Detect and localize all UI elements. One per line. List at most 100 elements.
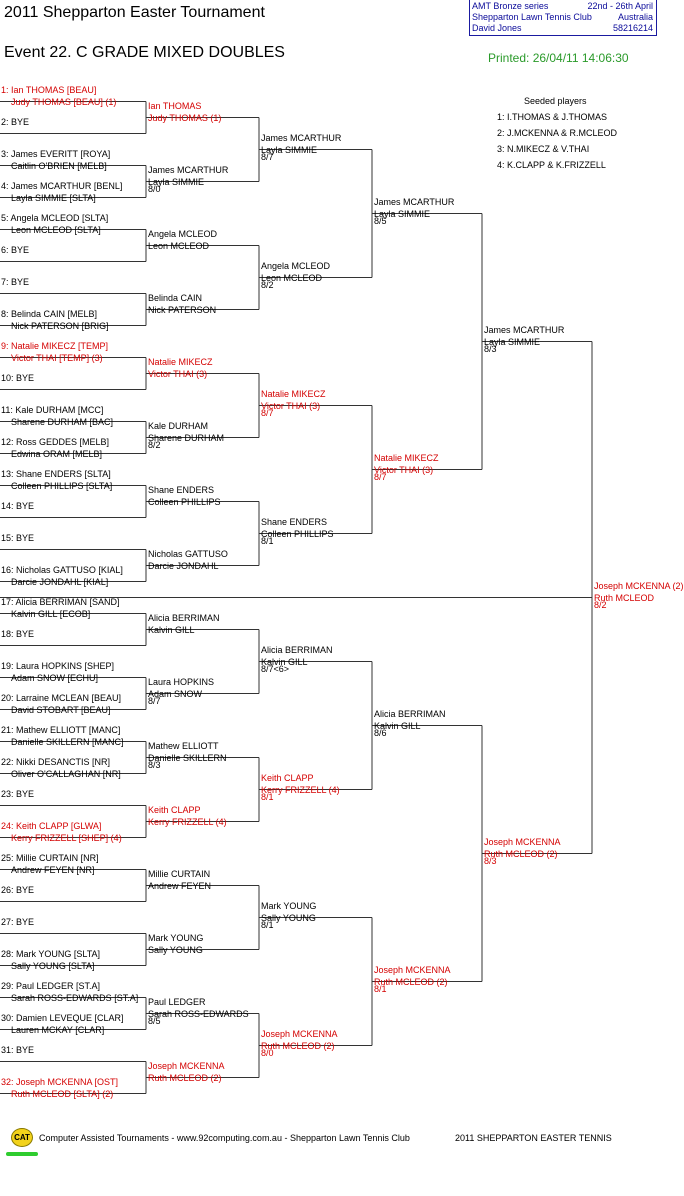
info-country: Australia — [617, 12, 653, 22]
draw-winner-line2: Colleen PHILLIPS — [261, 528, 334, 539]
draw-winner-line1: Millie CURTAIN — [148, 868, 211, 879]
match-score: 8/7 — [261, 407, 274, 418]
draw-entry-line1: 1: Ian THOMAS [BEAU] — [1, 84, 97, 95]
draw-winner-line1: Natalie MIKECZ — [148, 356, 213, 367]
match-score: 8/6 — [374, 727, 387, 738]
draw-winner-line2: Layla SIMMIE — [374, 208, 431, 219]
info-series: AMT Bronze series — [472, 1, 549, 11]
match-score: 8/2 — [148, 439, 161, 450]
draw-winner-line2: Kalvin GILL — [374, 720, 421, 731]
draw-entry-line1: 32: Joseph MCKENNA [OST] — [1, 1076, 119, 1087]
draw-entry-line1: 18: BYE — [1, 628, 35, 639]
draw-entry-line1: 24: Keith CLAPP [GLWA] — [1, 820, 102, 831]
draw-entry-line1: 13: Shane ENDERS [SLTA] — [1, 468, 111, 479]
draw-entry-line1: 7: BYE — [1, 276, 30, 287]
draw-entry-line2: Adam SNOW [ECHU] — [11, 672, 99, 683]
draw-winner-line1: Joseph MCKENNA — [261, 1028, 338, 1039]
draw-entry-line2: Sarah ROSS-EDWARDS [ST.A] — [11, 992, 139, 1003]
match-score: 8/3 — [484, 343, 497, 354]
seed-item: 3: N.MIKECZ & V.THAI — [497, 144, 590, 154]
draw-entry-line1: 6: BYE — [1, 244, 30, 255]
draw-winner-line2: Sarah ROSS-EDWARDS — [148, 1008, 249, 1019]
draw-winner-line2: Victor THAI (3) — [261, 400, 321, 411]
draw-winner-line2: Colleen PHILLIPS — [148, 496, 221, 507]
info-phone: 58216214 — [612, 23, 653, 33]
draw-entry-line2: Oliver O'CALLAGHAN [NR] — [11, 768, 121, 779]
draw-entry-line1: 5: Angela MCLEOD [SLTA] — [1, 212, 109, 223]
draw-entry-line1: 25: Millie CURTAIN [NR] — [1, 852, 99, 863]
draw-winner-line1: Alicia BERRIMAN — [261, 644, 333, 655]
match-score: 8/7 — [148, 695, 161, 706]
draw-entry-line1: 17: Alicia BERRIMAN [SAND] — [1, 596, 120, 607]
draw-winner-line1: James MCARTHUR — [261, 132, 342, 143]
draw-entry-line1: 9: Natalie MIKECZ [TEMP] — [1, 340, 109, 351]
draw-winner-line2: Victor THAI (3) — [374, 464, 434, 475]
match-score: 8/5 — [374, 215, 387, 226]
draw-entry-line2: Judy THOMAS [BEAU] (1) — [11, 96, 117, 107]
draw-winner-line2: Kalvin GILL — [261, 656, 308, 667]
draw-bracket-lines — [0, 101, 593, 1094]
draw-entry-line2: David STOBART [BEAU] — [11, 704, 111, 715]
footer-credit[interactable]: Computer Assisted Tournaments - www.92co… — [39, 1133, 410, 1143]
tournament-title: 2011 Shepparton Easter Tournament — [4, 4, 265, 21]
draw-winner-line1: Alicia BERRIMAN — [374, 708, 446, 719]
draw-winner-line2: Layla SIMMIE — [261, 144, 318, 155]
match-score: 8/7 — [374, 471, 387, 482]
draw-entry-line2: Leon MCLEOD [SLTA] — [11, 224, 101, 235]
draw-winner-line2: Victor THAI (3) — [148, 368, 208, 379]
draw-winner-line2: Ruth MCLEOD (2) — [261, 1040, 335, 1051]
draw-winner-line2: Ruth MCLEOD (2) — [374, 976, 448, 987]
footer-event-name: 2011 SHEPPARTON EASTER TENNIS — [455, 1133, 612, 1143]
draw-winner-line2: Andrew FEYEN — [148, 880, 212, 891]
seed-item: 1: I.THOMAS & J.THOMAS — [497, 112, 608, 122]
draw-winner-line1: Nicholas GATTUSO — [148, 548, 228, 559]
draw-entry-line2: Darcie JONDAHL [KIAL] — [11, 576, 109, 587]
match-score: 8/7 — [261, 151, 274, 162]
draw-entry-line1: 31: BYE — [1, 1044, 35, 1055]
draw-winner-line1: Mathew ELLIOTT — [148, 740, 219, 751]
draw-winner-line2: Layla SIMMIE — [148, 176, 205, 187]
draw-entry-line1: 30: Damien LEVEQUE [CLAR] — [1, 1012, 124, 1023]
draw-winner-line1: Angela MCLEOD — [261, 260, 331, 271]
cat-logo[interactable]: CAT — [11, 1128, 33, 1147]
event-title: Event 22. C GRADE MIXED DOUBLES — [4, 44, 285, 61]
draw-entry-line1: 15: BYE — [1, 532, 35, 543]
draw-entry-line1: 28: Mark YOUNG [SLTA] — [1, 948, 101, 959]
draw-entry-line1: 26: BYE — [1, 884, 35, 895]
draw-entry-line2: Kalvin GILL [ECOB] — [11, 608, 91, 619]
draw-winner-line2: Danielle SKILLERN — [148, 752, 227, 763]
match-score: 8/7<6> — [261, 663, 290, 674]
draw-winner-line2: Judy THOMAS (1) — [148, 112, 222, 123]
match-score: 8/1 — [261, 535, 274, 546]
match-score: 8/3 — [148, 759, 161, 770]
draw-winner-line2: Layla SIMMIE — [484, 336, 541, 347]
draw-entry-line1: 3: James EVERITT [ROYA] — [1, 148, 111, 159]
draw-entry-line1: 20: Larraine MCLEAN [BEAU] — [1, 692, 122, 703]
draw-winner-line1: Joseph MCKENNA — [148, 1060, 225, 1071]
draw-entry-line1: 14: BYE — [1, 500, 35, 511]
draw-winner-line1: Natalie MIKECZ — [261, 388, 326, 399]
draw-winner-line1: Mark YOUNG — [261, 900, 317, 911]
match-score: 8/1 — [261, 791, 274, 802]
match-score: 8/0 — [261, 1047, 274, 1058]
draw-winner-line1: Joseph MCKENNA — [374, 964, 451, 975]
match-score: 8/2 — [594, 599, 607, 610]
draw-entry-line1: 16: Nicholas GATTUSO [KIAL] — [1, 564, 123, 575]
draw-winner-line2: Ruth MCLEOD (2) — [484, 848, 558, 859]
draw-entry-line2: Colleen PHILLIPS [SLTA] — [11, 480, 113, 491]
seeded-players-title: Seeded players — [524, 96, 587, 106]
seed-item: 4: K.CLAPP & K.FRIZZELL — [497, 160, 606, 170]
draw-entry-line2: Sharene DURHAM [BAC] — [11, 416, 114, 427]
draw-entry-line1: 8: Belinda CAIN [MELB] — [1, 308, 98, 319]
draw-entry-line1: 22: Nikki DESANCTIS [NR] — [1, 756, 111, 767]
draw-winner-line2: Leon MCLEOD — [148, 240, 210, 251]
draw-entry-line1: 29: Paul LEDGER [ST.A] — [1, 980, 101, 991]
draw-entry-line1: 10: BYE — [1, 372, 35, 383]
draw-entry-line1: 27: BYE — [1, 916, 35, 927]
draw-winner-line2: Sally YOUNG — [148, 944, 203, 955]
draw-entry-line2: Caitlin O'BRIEN [MELB] — [11, 160, 107, 171]
draw-entry-line2: Kerry FRIZZELL [SHEP] (4) — [11, 832, 122, 843]
draw-entry-line2: Sally YOUNG [SLTA] — [11, 960, 95, 971]
draw-entry-line1: 19: Laura HOPKINS [SHEP] — [1, 660, 115, 671]
cat-logo-underline — [6, 1152, 38, 1156]
